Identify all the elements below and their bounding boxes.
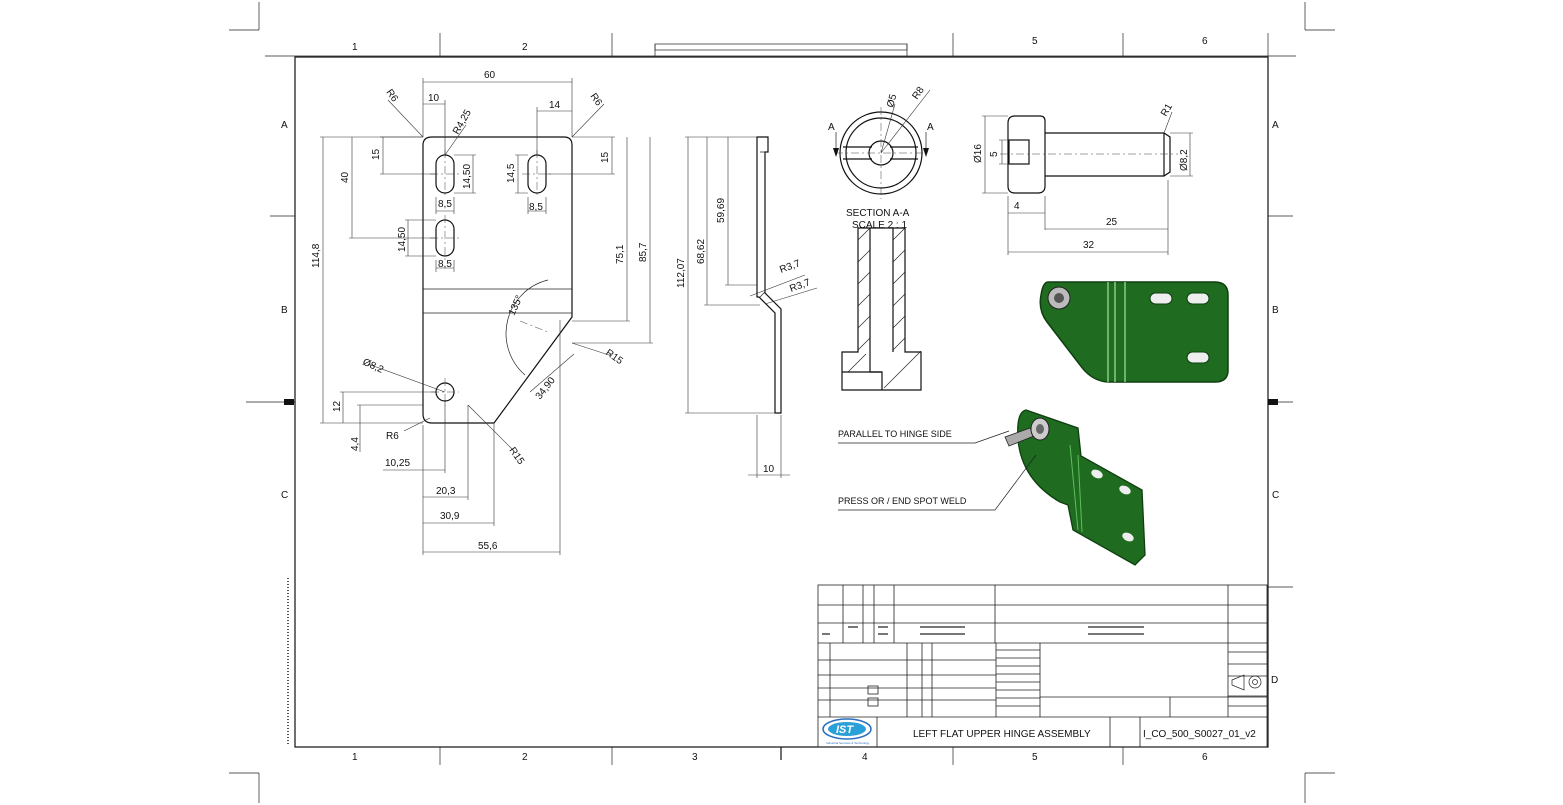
zone-col-3-bottom: 3 — [692, 752, 698, 763]
front-view — [320, 78, 653, 555]
note-parallel-to-hinge: PARALLEL TO HINGE SIDE — [838, 429, 952, 439]
zone-ruler-top — [265, 33, 1296, 57]
dim-8-5-a: 8,5 — [438, 199, 452, 210]
dim-dia-16: Ø16 — [973, 144, 984, 163]
zone-col-2-top: 2 — [522, 42, 528, 53]
title-block — [817, 584, 1268, 748]
section-a-a-view — [841, 227, 922, 391]
dim-75-1: 75,1 — [615, 244, 626, 264]
zone-row-c-right: C — [1272, 490, 1279, 501]
dim-15-right: 15 — [600, 151, 611, 163]
note-spot-weld: PRESS OR / END SPOT WELD — [838, 496, 967, 506]
section-scale: SCALE 2 : 1 — [852, 220, 907, 231]
dim-30-9: 30,9 — [440, 511, 460, 522]
isometric-view-flat — [1039, 281, 1229, 383]
zone-col-4-bottom: 4 — [862, 752, 868, 763]
dim-4: 4 — [1014, 201, 1020, 212]
dim-r6-tl: R6 — [384, 87, 401, 104]
drawing-border — [294, 56, 1269, 748]
dim-r1: R1 — [1159, 102, 1175, 119]
dim-10: 10 — [428, 93, 440, 104]
dim-20-3: 20,3 — [436, 486, 456, 497]
zone-row-b-left: B — [281, 305, 288, 316]
dim-12: 12 — [332, 400, 343, 412]
dim-4-4: 4,4 — [350, 437, 361, 451]
dim-10-depth: 10 — [763, 464, 775, 475]
dim-114-8: 114,8 — [311, 243, 322, 268]
pin-end-view — [833, 89, 931, 199]
company-tagline: Industrial Services & Technology — [826, 741, 870, 745]
dim-14-50-a: 14,50 — [462, 164, 473, 189]
drawing-number: I_CO_500_S0027_01_v2 — [1143, 729, 1256, 740]
section-arrow-a-right: A — [927, 122, 934, 133]
dim-15-left: 15 — [371, 148, 382, 160]
zone-col-6-bottom: 6 — [1202, 752, 1208, 763]
dim-135-deg: 135° — [507, 294, 526, 317]
zone-col-6-top: 6 — [1202, 36, 1208, 47]
dim-r6-tr: R6 — [588, 91, 605, 108]
dim-68-62: 68,62 — [696, 239, 707, 264]
zone-col-5-bottom: 5 — [1032, 752, 1038, 763]
zone-col-1-top: 1 — [352, 42, 358, 53]
dim-60: 60 — [484, 70, 496, 81]
dim-14: 14 — [549, 100, 561, 111]
dim-40: 40 — [340, 171, 351, 183]
dim-r15-b: R15 — [507, 445, 527, 467]
dim-r15-a: R15 — [603, 347, 625, 367]
dim-55-6: 55,6 — [478, 541, 498, 552]
zone-row-c-left: C — [281, 490, 288, 501]
company-logo: IST — [836, 724, 854, 736]
dim-5: 5 — [989, 151, 1000, 157]
drawing-title: LEFT FLAT UPPER HINGE ASSEMBLY — [913, 729, 1091, 740]
dim-dia-8-2-pin: Ø8,2 — [1179, 149, 1190, 171]
dim-59-69: 59,69 — [716, 198, 727, 223]
zone-ruler-bottom — [439, 747, 1124, 765]
zone-col-2-bottom: 2 — [522, 752, 528, 763]
dim-14-50-b: 14,50 — [397, 227, 408, 252]
dim-dia-5: Ø5 — [885, 93, 899, 109]
isometric-view-3d — [1004, 409, 1146, 566]
dim-10-25: 10,25 — [385, 458, 410, 469]
section-arrow-a-left: A — [828, 122, 835, 133]
zone-row-b-right: B — [1272, 305, 1279, 316]
zone-col-1-bottom: 1 — [352, 752, 358, 763]
zone-col-5-top: 5 — [1032, 36, 1038, 47]
pin-side-view — [982, 111, 1193, 255]
dim-112-07: 112,07 — [676, 258, 687, 288]
zone-row-a-left: A — [281, 120, 288, 131]
dim-r8: R8 — [910, 85, 927, 102]
dim-85-7: 85,7 — [638, 242, 649, 262]
dim-8-5-b: 8,5 — [529, 202, 543, 213]
leader-lines — [838, 430, 1037, 511]
zone-row-d: D — [1271, 675, 1278, 686]
dim-r3-7-a: R3,7 — [778, 258, 802, 276]
dim-34-90: 34,90 — [534, 375, 558, 402]
zone-row-a-right: A — [1272, 120, 1279, 131]
dim-32: 32 — [1083, 240, 1095, 251]
dim-14-5: 14,5 — [506, 163, 517, 183]
side-view-dimensions: 112,07 68,62 59,69 R3,7 R3,7 10 — [676, 198, 812, 475]
crop-marks — [229, 2, 1335, 803]
dim-8-5-c: 8,5 — [438, 259, 452, 270]
zone-labels: 1 2 5 6 1 2 3 4 5 6 A B C A B C — [281, 36, 1279, 763]
dim-r4-25: R4,25 — [451, 108, 474, 137]
section-title: SECTION A-A — [846, 208, 910, 219]
dim-dia-8-2: Ø8,2 — [361, 357, 386, 376]
zone-ruler-sides — [246, 215, 1293, 745]
dim-r6-bl: R6 — [386, 431, 399, 442]
front-view-dimensions: 60 10 14 R6 R6 R4,25 15 15 14,50 14,5 8,… — [311, 70, 649, 552]
dim-25: 25 — [1106, 217, 1118, 228]
side-view — [685, 136, 818, 478]
